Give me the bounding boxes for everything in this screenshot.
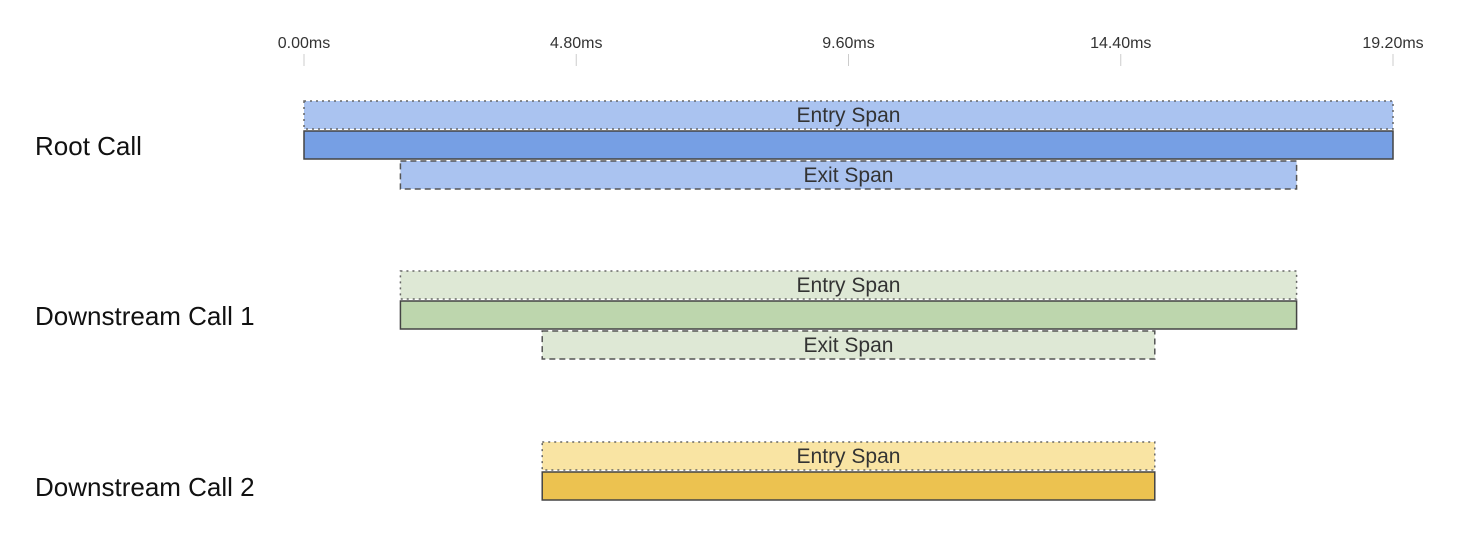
row-label: Downstream Call 2 bbox=[35, 472, 255, 502]
axis-tick-label: 19.20ms bbox=[1362, 35, 1423, 52]
entry-span-bar[interactable] bbox=[399, 270, 1298, 300]
row-label: Root Call bbox=[35, 131, 142, 161]
call-bar[interactable] bbox=[541, 471, 1156, 501]
entry-span-label: Entry Span bbox=[797, 445, 901, 468]
axis-tick-label: 4.80ms bbox=[550, 35, 602, 52]
call-bar[interactable] bbox=[399, 300, 1298, 330]
entry-span-bar[interactable] bbox=[541, 441, 1156, 471]
entry-span-bar[interactable] bbox=[303, 100, 1394, 130]
exit-span-label: Exit Span bbox=[804, 334, 894, 357]
axis-tick-label: 0.00ms bbox=[278, 35, 330, 52]
exit-span-bar[interactable] bbox=[541, 330, 1156, 360]
call-bar[interactable] bbox=[303, 130, 1394, 160]
entry-span-label: Entry Span bbox=[797, 104, 901, 127]
axis-tick-label: 9.60ms bbox=[822, 35, 874, 52]
row-label: Downstream Call 1 bbox=[35, 301, 255, 331]
entry-span-label: Entry Span bbox=[797, 274, 901, 297]
call-row: Downstream Call 2 Entry Span bbox=[35, 441, 1156, 502]
exit-span-bar[interactable] bbox=[399, 160, 1298, 190]
exit-span-label: Exit Span bbox=[804, 164, 894, 187]
time-axis: 0.00ms 4.80ms 9.60ms 14.40ms 19.20ms bbox=[278, 35, 1424, 66]
axis-tick-label: 14.40ms bbox=[1090, 35, 1151, 52]
